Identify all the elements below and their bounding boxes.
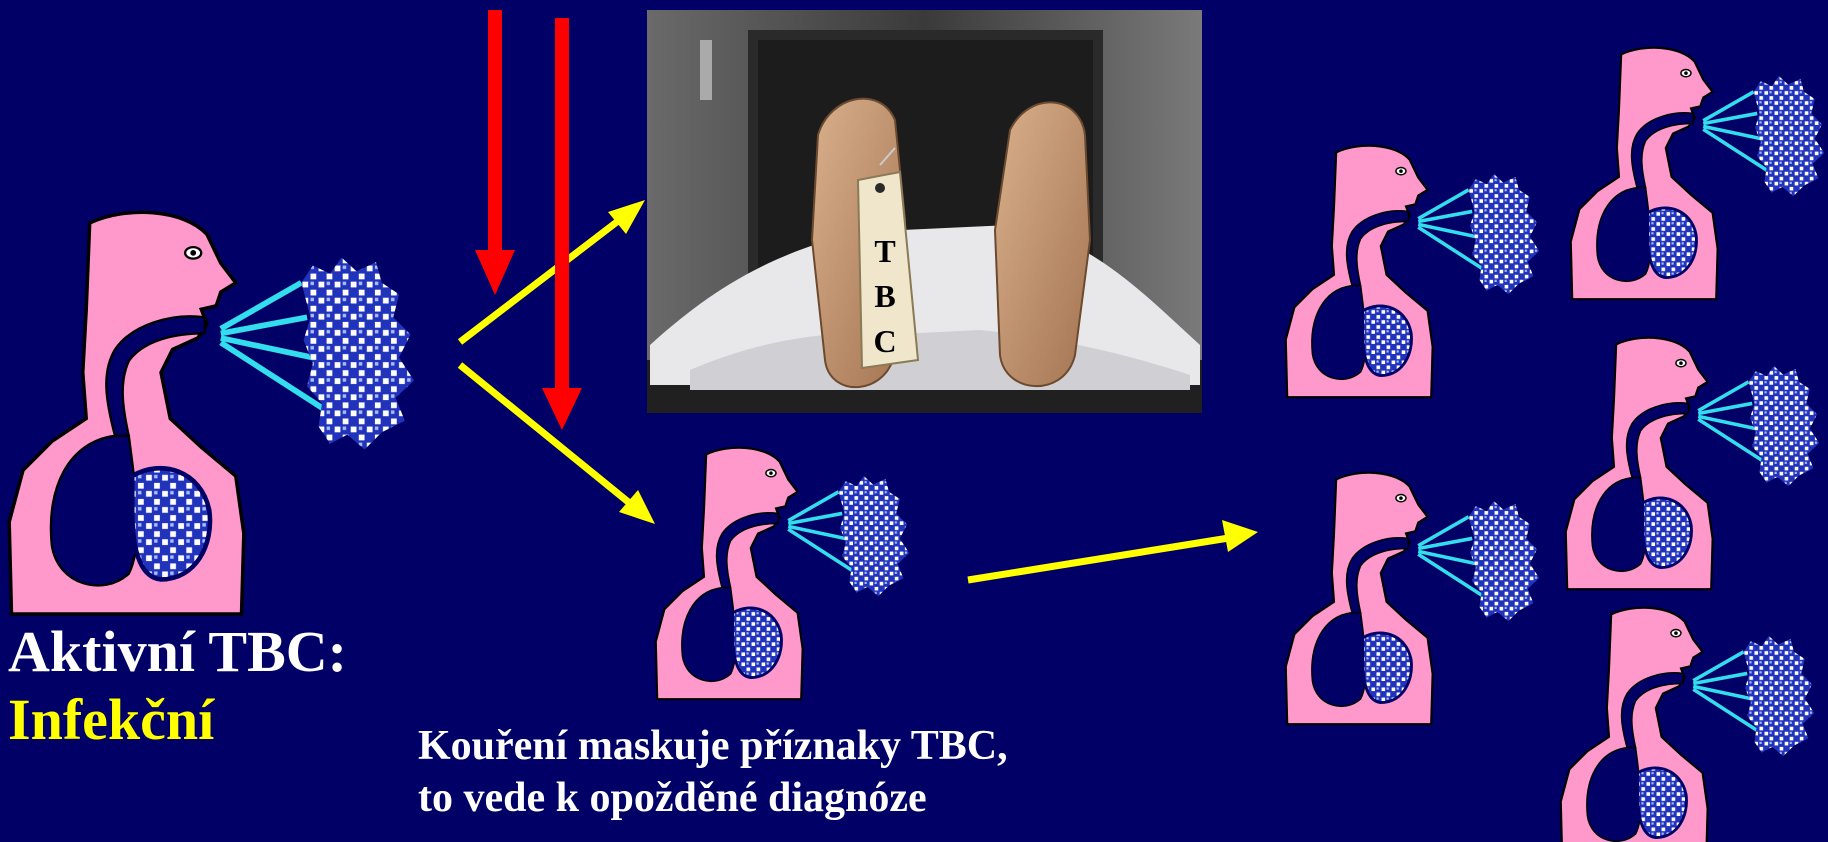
smoking-caption: Kouření maskuje příznaky TBC, to vede k … [418, 720, 1008, 824]
crowd-person-2 [1571, 48, 1824, 299]
caption-line-1: Kouření maskuje příznaky TBC, [418, 720, 1008, 772]
caption-line-2: to vede k opožděné diagnóze [418, 772, 1008, 824]
arrow-to-crowd [968, 520, 1258, 580]
active-tbc-text: Aktivní TBC: [8, 618, 347, 686]
bacteria-cloud-icon [221, 258, 414, 450]
tag-letter-b: B [874, 278, 895, 314]
crowd-person-3 [1566, 338, 1819, 589]
coughing-person-icon [9, 212, 244, 614]
red-arrow-1 [475, 10, 515, 295]
middle-infected-person [656, 448, 909, 699]
bacteria-cloud-icon [788, 476, 909, 596]
crowd-person-1 [1286, 146, 1539, 397]
infectious-text: Infekční [8, 686, 347, 754]
active-tbc-label: Aktivní TBC: Infekční [8, 618, 347, 754]
crowd-person-5 [1561, 608, 1814, 842]
red-arrow-2 [542, 18, 582, 430]
main-infectious-person [9, 212, 414, 614]
coughing-person-icon [656, 448, 803, 699]
tag-letter-t: T [874, 233, 895, 269]
crowd-person-4 [1286, 473, 1539, 724]
morgue-photo: T B C [647, 10, 1202, 413]
tag-letter-c: C [873, 323, 896, 359]
